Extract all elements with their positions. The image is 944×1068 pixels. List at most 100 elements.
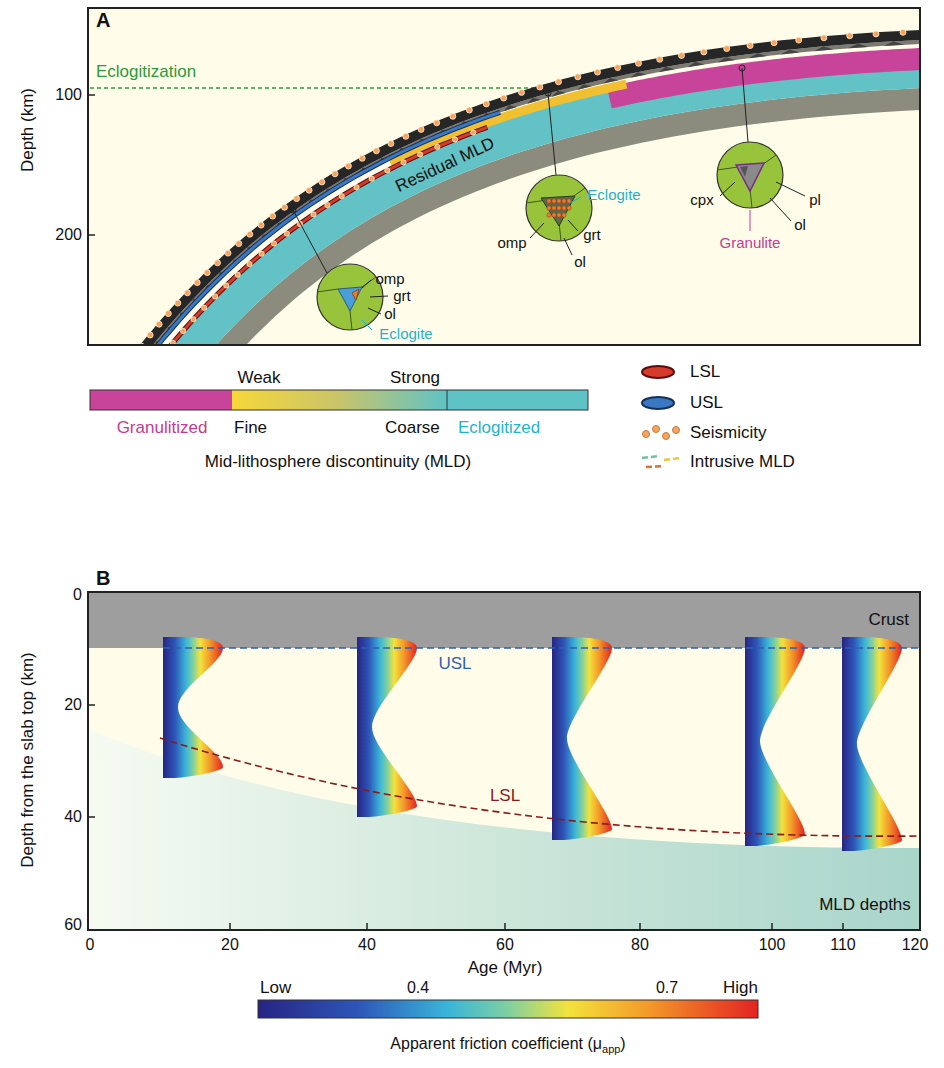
leader-line	[548, 93, 556, 175]
seismicity-dot	[306, 187, 312, 193]
seismicity-dot	[236, 241, 242, 247]
usl-swatch	[642, 397, 674, 409]
label: Age (Myr)	[468, 958, 543, 978]
seismicity-dot	[354, 185, 359, 190]
crust-texture	[781, 50, 800, 55]
leader-dot	[739, 65, 745, 71]
mineral-leader	[530, 223, 544, 238]
slab	[108, 28, 921, 345]
seismicity-dot	[388, 141, 394, 147]
friction-profile	[842, 637, 902, 851]
label: )	[620, 1035, 625, 1052]
seismicity-dot	[194, 280, 200, 286]
legend-text: Intrusive MLD	[690, 452, 795, 472]
seismicity-dot	[325, 203, 330, 208]
texture-inset: cpxplGranuliteol	[680, 130, 840, 255]
garnet-grain	[562, 199, 566, 203]
label: 20	[64, 696, 82, 714]
inset-drawing	[492, 165, 647, 275]
label: 20	[221, 936, 239, 954]
mineral-label: ol	[384, 305, 396, 322]
band-label-box: MLD depths	[813, 890, 917, 920]
seismicity-dot	[215, 260, 221, 266]
mineral-label: cpx	[690, 191, 713, 208]
crust-texture	[630, 72, 646, 78]
seismicity-swatch	[643, 426, 680, 440]
leader-line	[293, 210, 327, 273]
label: 110	[830, 936, 856, 954]
seismicity-dot	[724, 46, 730, 52]
subscript: app	[602, 1043, 620, 1055]
colorbar-title: Apparent friction coefficient (μapp)	[390, 1034, 625, 1056]
seismicity-dot	[282, 204, 288, 210]
label: Eclogitization	[96, 62, 196, 82]
band-label: Crust	[868, 610, 909, 630]
granulitized-band	[607, 46, 920, 109]
garnet-grain	[557, 213, 561, 217]
seismicity-dot	[191, 317, 196, 322]
label: Depth (km)	[18, 88, 38, 172]
seismicity-dot	[873, 31, 879, 37]
grain-boundary	[717, 155, 776, 208]
seismicity-dot	[615, 65, 621, 71]
seismicity-dot	[501, 95, 507, 101]
seismicity-dot	[556, 79, 562, 85]
mineral-leader	[368, 308, 381, 314]
seismicity-dot	[270, 213, 276, 219]
seismicity-dot	[373, 148, 379, 154]
clinopyroxene-grain	[740, 166, 748, 177]
mld-bar	[90, 390, 588, 410]
crust-texture	[504, 105, 517, 111]
texture-inset: ompgrtolEclogite	[310, 252, 445, 349]
label: Fine	[234, 418, 267, 438]
label: 0.7	[656, 979, 678, 997]
texture-inset: Eclogitegrtompol	[492, 165, 647, 275]
lsl-line	[160, 738, 920, 836]
panel-a-frame	[88, 8, 920, 345]
crust-texture	[552, 91, 566, 97]
garnet-grain	[557, 199, 561, 203]
seismicity-dot	[259, 251, 264, 256]
seismicity-dot	[821, 35, 827, 41]
friction-profile	[552, 637, 612, 840]
seismicity-dot	[537, 84, 543, 90]
mineral-label: ol	[574, 253, 586, 270]
garnet-grain	[552, 199, 556, 203]
mineral-leader	[564, 238, 572, 255]
seismicity-dot	[450, 113, 456, 119]
mineral-leader	[362, 280, 371, 288]
crust-texture	[603, 78, 618, 84]
mineral-label: grt	[583, 226, 601, 243]
seismicity-dot	[235, 272, 240, 277]
omphacite-grain	[338, 287, 362, 311]
seismicity-dot	[403, 133, 409, 139]
mineral-label: Granulite	[720, 234, 781, 251]
legend-text: Seismicity	[690, 423, 767, 443]
mineral-leader	[570, 197, 581, 203]
garnet-grain	[547, 213, 551, 217]
garnet-grain	[567, 206, 571, 210]
seismicity-dot	[471, 130, 476, 135]
mineral-label: grt	[393, 287, 411, 304]
seismicity-dot	[434, 120, 440, 126]
label: 200	[55, 226, 82, 244]
label: A	[96, 9, 110, 32]
seismicity-dot	[345, 163, 351, 169]
seismicity-dot	[466, 107, 472, 113]
label: 0	[86, 936, 95, 954]
mineral-leader	[568, 220, 578, 231]
friction-profile	[745, 637, 805, 846]
label: Coarse	[385, 418, 440, 438]
crust-texture	[688, 62, 705, 67]
seismicity-dot	[247, 262, 252, 267]
crust-texture	[659, 67, 675, 72]
label: Strong	[390, 368, 440, 388]
seismicity-dot	[319, 179, 325, 185]
seismicity-dot	[679, 53, 685, 59]
garnet-grain	[562, 213, 566, 217]
seismicity-dot	[401, 160, 406, 165]
label: LSL	[490, 786, 520, 806]
leader-dot	[290, 207, 296, 213]
crust-texture	[749, 53, 767, 58]
label: Low	[260, 978, 291, 998]
